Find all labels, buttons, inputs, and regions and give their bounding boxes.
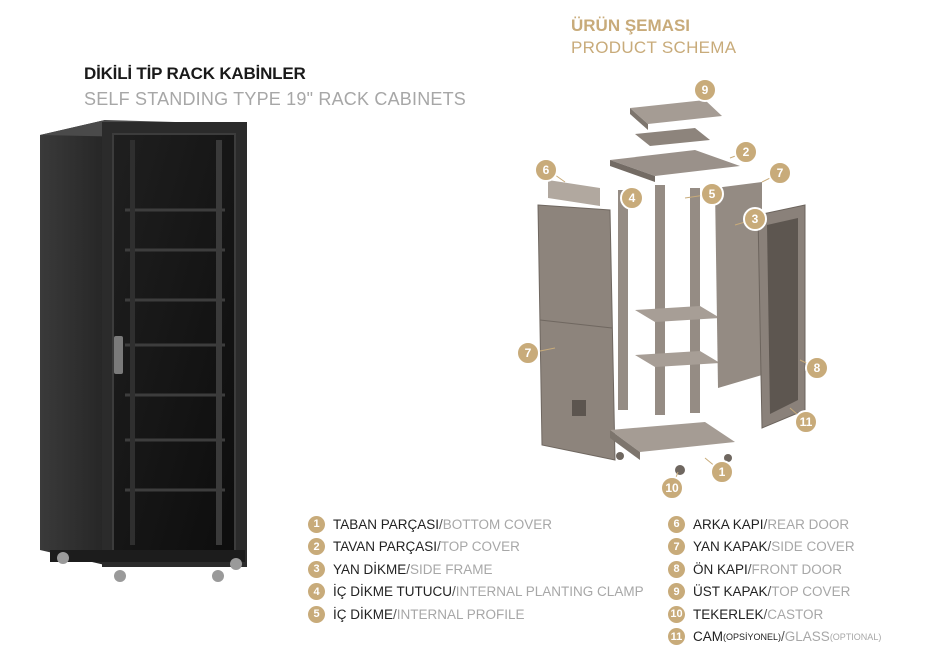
legend-separator: / (763, 516, 768, 532)
legend-separator: / (767, 539, 772, 555)
legend-label-tr: ÜST KAPAK (693, 584, 768, 600)
legend-number-badge: 8 (668, 560, 685, 578)
legend-right: 6 ARKA KAPI / REAR DOOR 7 YAN KAPAK / SIDE… (668, 513, 881, 648)
page-title: DİKİLİ TİP RACK KABİNLER (84, 64, 306, 83)
svg-text:11: 11 (800, 415, 813, 429)
callout-6: 6 (534, 158, 566, 183)
legend-separator: / (781, 629, 785, 645)
svg-text:10: 10 (665, 481, 679, 495)
callout-4: 4 (620, 186, 644, 210)
legend-item: 4 İÇ DİKME TUTUCU / INTERNAL PLANTING CLA… (308, 581, 644, 604)
legend-label-en: INTERNAL PLANTING CLAMP (455, 584, 644, 600)
svg-text:7: 7 (777, 166, 784, 180)
legend-label-en: SIDE FRAME (410, 561, 493, 577)
legend-item-glass: 11 CAM (OPSİYONEL) / GLASS (OPTIONAL) (668, 626, 881, 649)
svg-text:3: 3 (752, 212, 759, 226)
legend-label-en: FRONT DOOR (751, 561, 843, 577)
callout-11: 11 (789, 407, 818, 434)
callout-10: 10 (660, 471, 684, 500)
callout-7-right: 7 (761, 161, 792, 185)
legend-number-badge: 3 (308, 560, 325, 578)
legend-item: 6 ARKA KAPI / REAR DOOR (668, 513, 881, 536)
legend-label-tr: İÇ DİKME (333, 606, 394, 622)
svg-text:7: 7 (525, 346, 532, 360)
legend-number-badge: 7 (668, 538, 685, 556)
legend-separator: / (439, 516, 443, 532)
legend-item: 5 İÇ DİKME / INTERNAL PROFILE (308, 603, 644, 626)
schema-title: ÜRÜN ŞEMASI (571, 16, 691, 35)
legend-label-tr: İÇ DİKME TUTUCU (333, 584, 453, 600)
callout-1: 1 (704, 457, 734, 484)
page-subtitle: SELF STANDING TYPE 19" RACK CABINETS (84, 89, 467, 109)
legend-separator: / (393, 606, 397, 622)
legend-label-en: BOTTOM COVER (442, 516, 553, 532)
legend-item: 3 YAN DİKME / SIDE FRAME (308, 558, 644, 581)
svg-text:4: 4 (629, 191, 636, 205)
callout-2: 2 (729, 140, 758, 164)
schema-subtitle: PRODUCT SCHEMA (571, 38, 737, 57)
rack-cabinet-image (40, 120, 247, 582)
callout-8: 8 (799, 356, 829, 380)
legend-number-badge: 11 (668, 628, 685, 646)
svg-text:1: 1 (719, 465, 726, 479)
legend-item: 2 TAVAN PARÇASI / TOP COVER (308, 536, 644, 559)
legend-separator: / (767, 584, 772, 600)
legend-label-en: SIDE COVER (771, 539, 855, 555)
legend-item: 8 ÖN KAPI / FRONT DOOR (668, 558, 881, 581)
svg-text:2: 2 (743, 145, 750, 159)
legend-label-en-optional: (OPTIONAL) (829, 631, 882, 642)
callout-7-left: 7 (516, 341, 556, 365)
legend-separator: / (406, 561, 411, 577)
legend-label-tr: ARKA KAPI (693, 516, 764, 532)
callout-5: 5 (684, 182, 724, 206)
legend-left: 1 TABAN PARÇASI / BOTTOM COVER 2 TAVAN PAR… (308, 513, 644, 626)
legend-label-tr: CAM (693, 629, 723, 645)
legend-separator: / (437, 539, 441, 555)
legend-number-badge: 2 (308, 538, 325, 556)
legend-number-badge: 6 (668, 515, 685, 533)
legend-label-en: INTERNAL PROFILE (396, 606, 525, 622)
svg-text:8: 8 (814, 361, 821, 375)
legend-label-tr-optional: (OPSİYONEL) (723, 631, 782, 642)
legend-label-en: TOP COVER (771, 584, 851, 600)
legend-item: 7 YAN KAPAK / SIDE COVER (668, 536, 881, 559)
legend-label-tr: YAN DİKME (333, 561, 407, 577)
legend-label-en: GLASS (784, 629, 830, 645)
legend-label-tr: TABAN PARÇASI (333, 516, 440, 532)
legend-label-en: REAR DOOR (767, 516, 850, 532)
legend-label-en: CASTOR (767, 606, 824, 622)
callout-9: 9 (693, 78, 717, 102)
legend-label-tr: YAN KAPAK (693, 539, 768, 555)
svg-text:5: 5 (709, 187, 716, 201)
legend-label-tr: TEKERLEK (693, 606, 764, 622)
legend-number-badge: 4 (308, 583, 325, 601)
legend-label-tr: ÖN KAPI (693, 561, 748, 577)
legend-separator: / (747, 561, 752, 577)
exploded-schema-diagram: 9 2 6 4 5 7 3 7 8 11 1 10 (516, 78, 829, 500)
legend-separator: / (763, 606, 768, 622)
legend-number-badge: 1 (308, 515, 325, 533)
legend-number-badge: 10 (668, 605, 685, 623)
legend-number-badge: 9 (668, 583, 685, 601)
legend-item: 10 TEKERLEK / CASTOR (668, 603, 881, 626)
svg-text:9: 9 (702, 83, 709, 97)
legend-label-tr: TAVAN PARÇASI (333, 539, 438, 555)
legend-separator: / (452, 584, 456, 600)
legend-item: 9 ÜST KAPAK / TOP COVER (668, 581, 881, 604)
legend-label-en: TOP COVER (440, 539, 520, 555)
legend-number-badge: 5 (308, 605, 325, 623)
callout-3: 3 (734, 207, 767, 231)
legend-item: 1 TABAN PARÇASI / BOTTOM COVER (308, 513, 644, 536)
svg-text:6: 6 (543, 163, 550, 177)
